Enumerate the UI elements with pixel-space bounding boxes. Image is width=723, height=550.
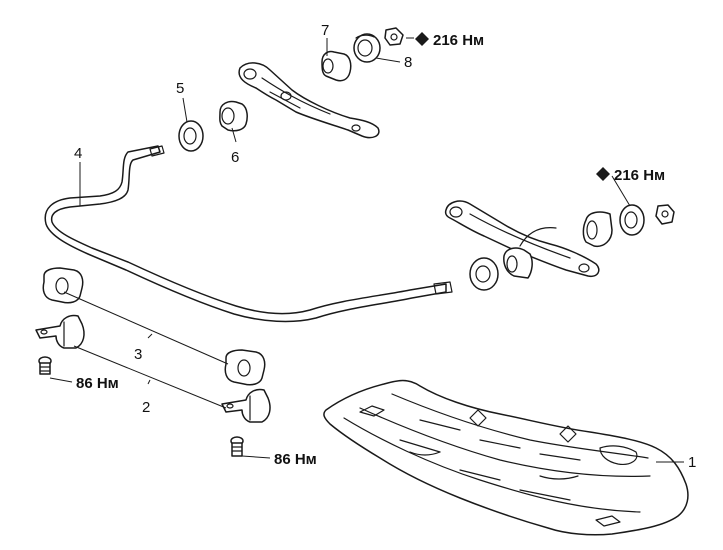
bushing-right-front	[582, 211, 613, 248]
stabilizer-bar	[44, 145, 453, 323]
bushing-5	[178, 120, 204, 152]
bolt-bottom	[230, 436, 244, 457]
engine-undercover	[323, 379, 689, 536]
callout-4: 4	[74, 145, 82, 162]
nut-right	[655, 204, 675, 225]
torque-diamond-right	[596, 167, 610, 181]
washer-right	[619, 204, 645, 236]
callout-5: 5	[176, 80, 184, 97]
callout-8: 8	[404, 54, 412, 71]
nut-top	[384, 27, 404, 46]
callout-3: 3	[134, 346, 142, 363]
torque-label-right: 216 Нм	[614, 167, 665, 184]
torque-label-top: 216 Нм	[433, 32, 484, 49]
bracket-lower	[221, 388, 271, 423]
bushing-8	[353, 33, 381, 63]
lower-arm-right	[444, 200, 600, 278]
stabilizer-bushing-lower	[224, 349, 266, 386]
callout-6: 6	[231, 149, 239, 166]
stabilizer-bushing-upper	[42, 267, 84, 304]
callout-7: 7	[321, 22, 329, 39]
bushing-right-rear	[469, 257, 499, 291]
bushing-6	[219, 100, 248, 132]
callout-1: 1	[688, 454, 696, 471]
bushing-right-mid	[503, 247, 533, 279]
bracket-upper	[35, 314, 85, 349]
torque-diamond-top	[415, 32, 429, 46]
torque-label-bolt-left: 86 Нм	[76, 375, 119, 392]
leader-lines	[49, 37, 684, 463]
torque-label-bolt-bottom: 86 Нм	[274, 451, 317, 468]
lower-arm-left	[238, 62, 380, 139]
bolt-left	[38, 356, 52, 375]
callout-2: 2	[142, 399, 150, 416]
bushing-7	[321, 50, 352, 82]
